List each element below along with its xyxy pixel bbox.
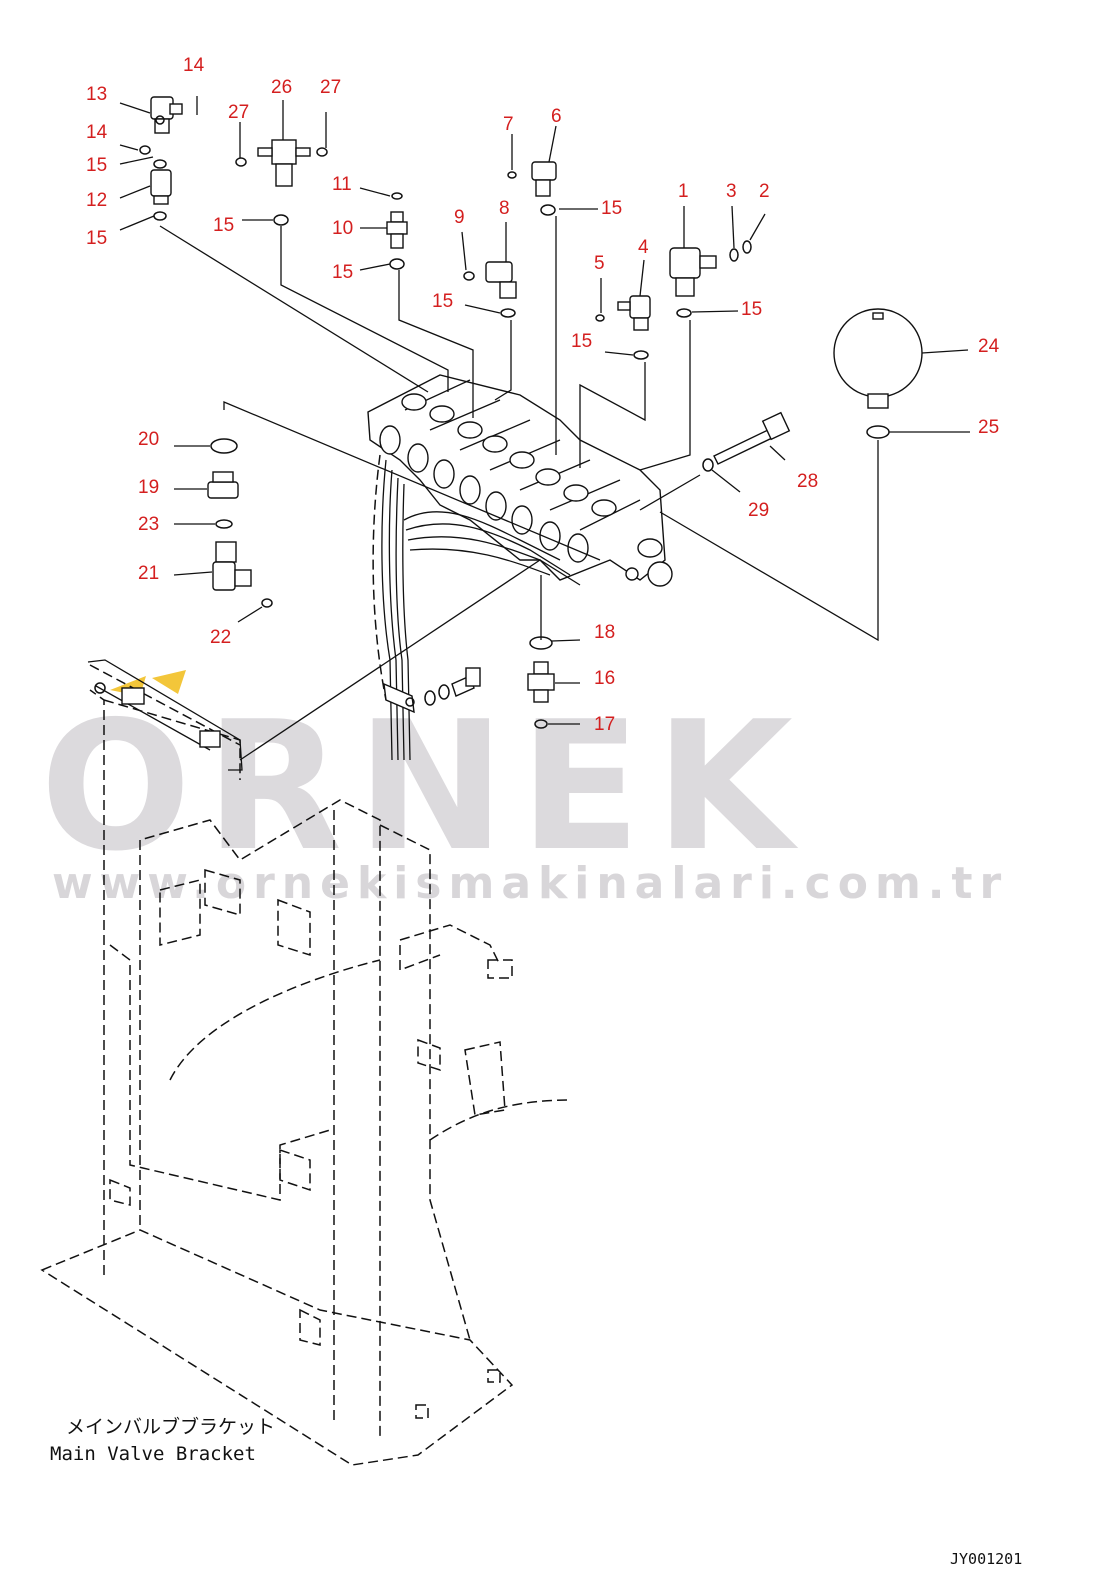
watermark: ORNEK www.ornekismakinalari.com.tr	[40, 670, 1008, 909]
callout-15-h: 15	[741, 299, 762, 320]
part-4-elbow	[617, 295, 651, 331]
part-17-ring	[534, 719, 548, 729]
part-7-ring	[507, 171, 517, 179]
part-15-oring-g	[633, 350, 649, 360]
part-1-valve	[669, 247, 717, 297]
callout-18: 18	[594, 622, 615, 643]
callout-12: 12	[86, 190, 107, 211]
callout-13: 13	[86, 84, 107, 105]
part-29-washer	[702, 458, 714, 472]
part-15-oring-c	[273, 214, 289, 226]
part-9-ring	[463, 271, 475, 281]
drawing-code: JY001201	[950, 1550, 1022, 1568]
callout-27-right: 27	[320, 77, 341, 98]
mounting-plate	[87, 659, 243, 771]
part-15-oring-e	[540, 204, 556, 216]
callout-3: 3	[726, 181, 737, 202]
callout-16: 16	[594, 668, 615, 689]
part-13-elbow-fitting	[150, 96, 183, 134]
valve-ports	[379, 393, 673, 587]
callout-labels: 1 2 3 4 5 6 7 8 9 10 11 12 13 14 14 15 1…	[86, 55, 1000, 735]
part-28-bolt	[713, 411, 791, 465]
callout-11: 11	[332, 174, 352, 195]
callout-26: 26	[271, 77, 292, 98]
hose-bundle	[372, 454, 581, 761]
watermark-url: www.ornekismakinalari.com.tr	[52, 858, 1008, 909]
part-16-fitting	[527, 661, 555, 703]
caption-japanese: メインバルブブラケット	[66, 1415, 275, 1438]
part-12-adapter	[150, 169, 172, 205]
part-15-oring-h	[676, 308, 692, 318]
part-15-oring-a	[153, 159, 167, 169]
callout-24: 24	[978, 336, 1000, 357]
callout-4: 4	[638, 237, 649, 258]
part-15-oring-f	[500, 308, 516, 318]
part-22-ring	[261, 598, 273, 608]
part-10-connector	[386, 211, 408, 249]
callout-23: 23	[138, 514, 159, 535]
part-15-oring-b	[153, 211, 167, 221]
leader-lines	[159, 216, 879, 761]
part-14-ring	[139, 145, 151, 155]
part-24-accumulator	[833, 308, 923, 409]
callout-29: 29	[748, 500, 769, 521]
part-21-elbow	[212, 541, 252, 591]
part-15-oring-d	[389, 258, 405, 270]
callout-19: 19	[138, 477, 159, 498]
part-3-ring	[729, 248, 739, 262]
callout-9: 9	[454, 207, 465, 228]
part-27-ring-right	[316, 147, 328, 157]
callout-1: 1	[678, 181, 689, 202]
part-11-ring	[391, 192, 403, 200]
callout-14: 14	[86, 122, 108, 143]
callout-17: 17	[594, 714, 615, 735]
part-26-tee-fitting	[257, 139, 311, 187]
control-valve-body	[367, 374, 673, 587]
part-18-oring	[529, 636, 553, 650]
part-27-ring-left	[235, 157, 247, 167]
callout-5: 5	[594, 253, 605, 274]
callout-21: 21	[138, 563, 159, 584]
callout-2: 2	[759, 181, 770, 202]
callout-20: 20	[138, 429, 159, 450]
part-6-elbow	[531, 161, 557, 197]
callout-14-top: 14	[183, 55, 205, 76]
part-8-elbow	[485, 261, 517, 299]
callout-15-d: 15	[332, 262, 353, 283]
part-19-plug	[207, 471, 239, 499]
callout-15-g: 15	[571, 331, 592, 352]
callout-15-f: 15	[601, 198, 622, 219]
callout-leaders	[119, 100, 970, 725]
part-2-ring	[742, 240, 752, 254]
callout-8: 8	[499, 198, 510, 219]
callout-27-left: 27	[228, 102, 249, 123]
main-valve-bracket	[40, 664, 571, 1466]
callout-10: 10	[332, 218, 353, 239]
callout-25: 25	[978, 417, 999, 438]
callout-15-a: 15	[86, 155, 107, 176]
watermark-accent-right	[152, 670, 186, 694]
callout-15-e: 15	[432, 291, 453, 312]
caption-english: Main Valve Bracket	[50, 1443, 256, 1465]
part-23-oring	[215, 519, 233, 529]
part-25-oring	[866, 425, 890, 439]
callout-28: 28	[797, 471, 818, 492]
part-5-ring	[595, 314, 605, 322]
clamp-bolt	[424, 667, 481, 706]
callout-15-c: 15	[213, 215, 234, 236]
callout-22: 22	[210, 627, 231, 648]
callout-15-b: 15	[86, 228, 107, 249]
callout-6: 6	[551, 106, 562, 127]
part-20-oring	[210, 438, 238, 454]
callout-7: 7	[503, 114, 514, 135]
